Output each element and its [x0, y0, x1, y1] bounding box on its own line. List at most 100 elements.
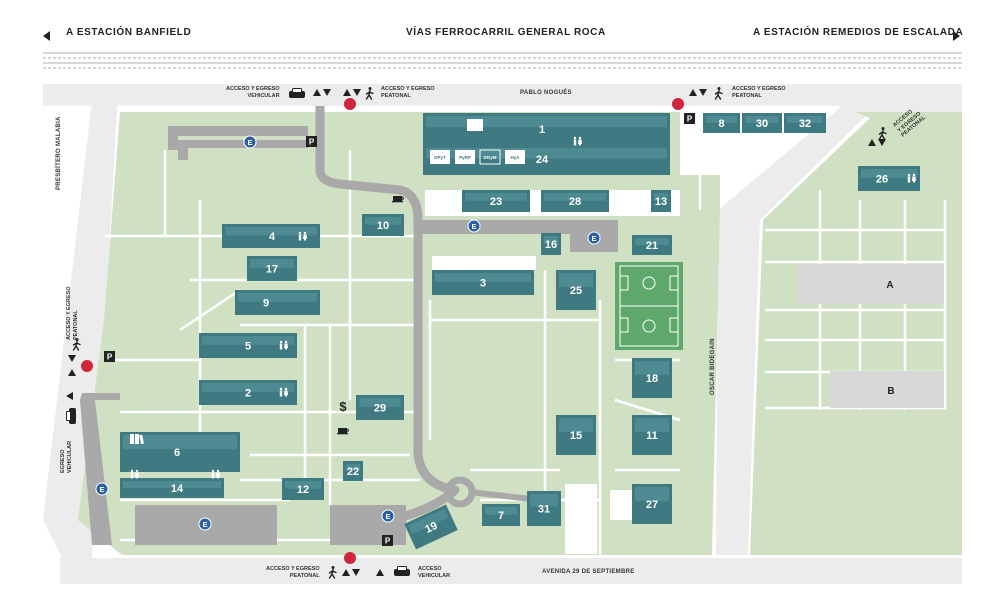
parking-p-icon[interactable]: P [306, 136, 317, 147]
building-28[interactable]: 28 [541, 190, 609, 212]
pedestrian-icons [72, 87, 887, 579]
building-18-roof [635, 361, 669, 375]
building-32[interactable]: 32 [784, 113, 826, 133]
building-6[interactable]: 6 [120, 432, 240, 472]
plaza-4 [610, 490, 632, 520]
parking-lot-e-icon[interactable]: E [243, 135, 257, 149]
restroom-icon [907, 173, 916, 183]
building-13-roof [654, 193, 668, 201]
parking-lot-e-icon[interactable]: E [95, 482, 109, 496]
parking-lot-e-circle [467, 219, 481, 233]
building-27[interactable]: 27 [632, 484, 672, 524]
building-7[interactable]: 7 [482, 504, 520, 526]
building-23[interactable]: 23 [462, 190, 530, 212]
parking-lot-e-circle [243, 135, 257, 149]
building-25[interactable]: 25 [556, 270, 596, 310]
building-8[interactable]: 8 [703, 113, 740, 133]
building-30[interactable]: 30 [742, 113, 782, 133]
building-14[interactable]: 14 [120, 478, 224, 498]
building-16[interactable]: 16 [541, 233, 561, 255]
building-27-roof [635, 487, 669, 501]
parking-lot-e-icon[interactable]: E [198, 517, 212, 531]
building-4-label: 4 [269, 231, 276, 243]
building-10[interactable]: 10 [362, 214, 404, 236]
building-12[interactable]: 12 [282, 478, 324, 500]
building-24-label: 24 [536, 154, 549, 166]
access-label-top-right-pedestrian: ACCESO Y EGRESO PEATONAL [732, 86, 786, 99]
building-14-roof [123, 481, 221, 488]
building-22-label: 22 [347, 466, 359, 478]
building-19-roof [408, 508, 449, 535]
building-31-label: 31 [538, 504, 550, 516]
building-1-label: 1 [539, 124, 545, 136]
plaza-3 [565, 484, 597, 554]
building-31-roof [530, 494, 558, 507]
building-5[interactable]: 5 [199, 333, 297, 358]
building-8-label: 8 [718, 118, 724, 130]
parking-p-box [382, 535, 393, 546]
building-11[interactable]: 11 [632, 415, 672, 455]
building-18[interactable]: 18 [632, 358, 672, 398]
parking-p-icon[interactable]: P [684, 113, 695, 124]
sign-dpyt: DPyT [434, 155, 446, 160]
building-23-label: 23 [490, 196, 502, 208]
building-19[interactable]: 19 [404, 504, 458, 550]
building-17-roof [250, 259, 294, 268]
building-29[interactable]: 29 [356, 395, 404, 420]
zone-a-label: A [886, 280, 893, 291]
building-3[interactable]: 3 [432, 270, 534, 295]
parking-p-icon[interactable]: P [104, 351, 115, 362]
building-13[interactable]: 13 [651, 190, 671, 212]
building-1[interactable]: 1 [423, 113, 670, 145]
sign-pyrp: PyRP [459, 155, 471, 160]
header-arrow-left[interactable] [43, 31, 50, 41]
parking-p-box [306, 136, 317, 147]
street-bottom [60, 558, 962, 584]
parking-lot-e-icon[interactable]: E [587, 231, 601, 245]
building-21-roof [635, 238, 669, 245]
parking-p-letter: P [107, 353, 113, 362]
zone-b [830, 371, 944, 408]
building-2[interactable]: 2 [199, 380, 297, 405]
building-28-roof [544, 193, 606, 201]
parking-lot-e-icon[interactable]: E [467, 219, 481, 233]
building-15-label: 15 [570, 430, 582, 442]
access-point-left-pedestrian[interactable] [81, 360, 93, 372]
parking-lot-e-letter: E [99, 485, 104, 494]
building-6-roof [123, 435, 237, 449]
building-12-roof [285, 481, 321, 489]
building-9[interactable]: 9 [235, 290, 320, 315]
parking-markers: P P P P [104, 113, 695, 546]
car-icon [66, 408, 76, 424]
street-right-diagonal [716, 106, 962, 555]
building-1-roof [426, 116, 667, 128]
building-31[interactable]: 31 [527, 491, 561, 526]
access-point-bottom-pedestrian[interactable] [344, 552, 356, 564]
building-15[interactable]: 15 [556, 415, 596, 455]
parking-lot-e-letter: E [591, 234, 596, 243]
building-17[interactable]: 17 [247, 256, 297, 281]
header-arrow-right[interactable] [953, 31, 960, 41]
street-label-left: PRESBÍTERO MALABIA [56, 116, 62, 190]
building-4-roof [225, 227, 317, 236]
parking-lot-e-icon[interactable]: E [381, 509, 395, 523]
building-13-label: 13 [655, 196, 667, 208]
zone-a [797, 264, 944, 304]
building-5-roof [202, 336, 294, 345]
parking-lot-e-circle [95, 482, 109, 496]
access-point-top-pedestrian[interactable] [344, 98, 356, 110]
building-24-roof [426, 148, 667, 159]
building-26[interactable]: 26 [858, 166, 920, 191]
building-27-label: 27 [646, 499, 658, 511]
building-19-label: 19 [423, 520, 439, 536]
parking-p-icon[interactable]: P [382, 535, 393, 546]
access-point-top-right-pedestrian[interactable] [672, 98, 684, 110]
building-22[interactable]: 22 [343, 461, 363, 481]
restroom-icon [298, 231, 307, 241]
street-left [43, 92, 118, 558]
building-21[interactable]: 21 [632, 235, 672, 255]
sign-hya: HyA [510, 155, 520, 160]
building-26-label: 26 [876, 174, 888, 186]
parking-lot-e-circle [381, 509, 395, 523]
